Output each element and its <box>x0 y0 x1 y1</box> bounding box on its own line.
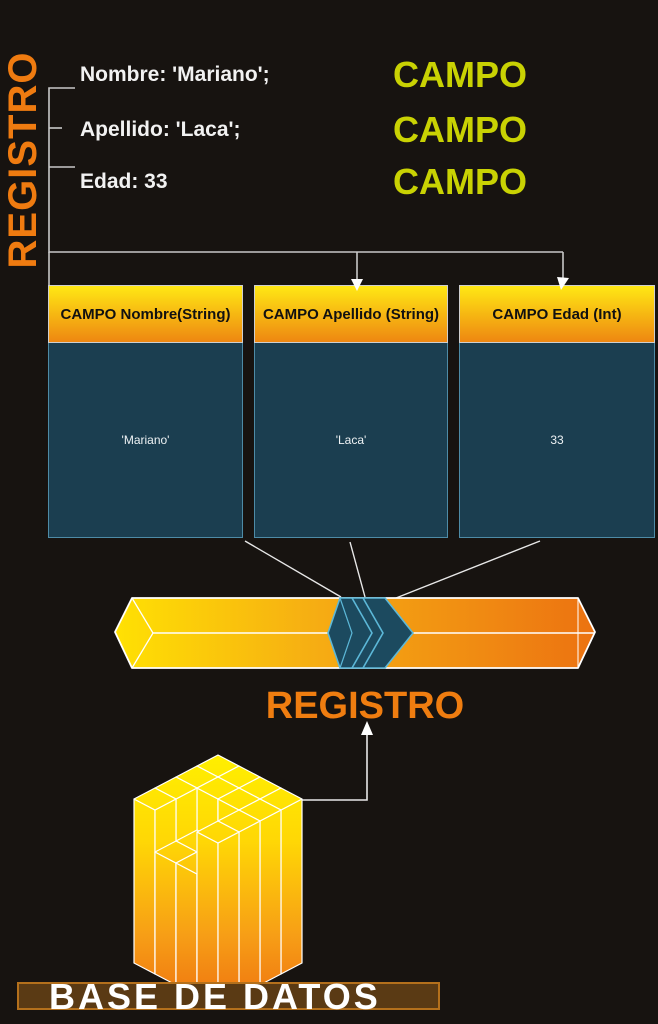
field-box-value: 'Mariano' <box>48 343 243 538</box>
field-box-header: CAMPO Edad (Int) <box>459 285 655 343</box>
field-code-nombre: Nombre: 'Mariano'; <box>80 63 270 86</box>
field-gem <box>327 597 414 669</box>
field-box-header: CAMPO Apellido (String) <box>254 285 448 343</box>
stack-to-registro-arrow <box>302 721 373 801</box>
campo-tag-2: CAMPO <box>393 109 527 150</box>
registro-bar-label: REGISTRO <box>265 685 465 727</box>
field-box-edad: CAMPO Edad (Int) 33 <box>459 285 655 539</box>
database-stack-3d <box>133 754 303 1008</box>
field-code-apellido: Apellido: 'Laca'; <box>80 118 241 141</box>
field-box-value: 'Laca' <box>254 343 448 538</box>
box-to-bar-connectors <box>244 540 541 599</box>
field-box-nombre: CAMPO Nombre(String) 'Mariano' <box>48 285 243 539</box>
field-box-value: 33 <box>459 343 655 538</box>
database-label-bar: BASE DE DATOS <box>17 979 440 1015</box>
field-code-edad: Edad: 33 <box>80 170 168 193</box>
field-box-header: CAMPO Nombre(String) <box>48 285 243 343</box>
field-box-apellido: CAMPO Apellido (String) 'Laca' <box>254 285 448 539</box>
campo-tag-3: CAMPO <box>393 161 527 202</box>
campo-tag-1: CAMPO <box>393 54 527 95</box>
registro-vertical-label: REGISTRO <box>1 51 45 269</box>
record-bar-3d <box>114 597 596 669</box>
